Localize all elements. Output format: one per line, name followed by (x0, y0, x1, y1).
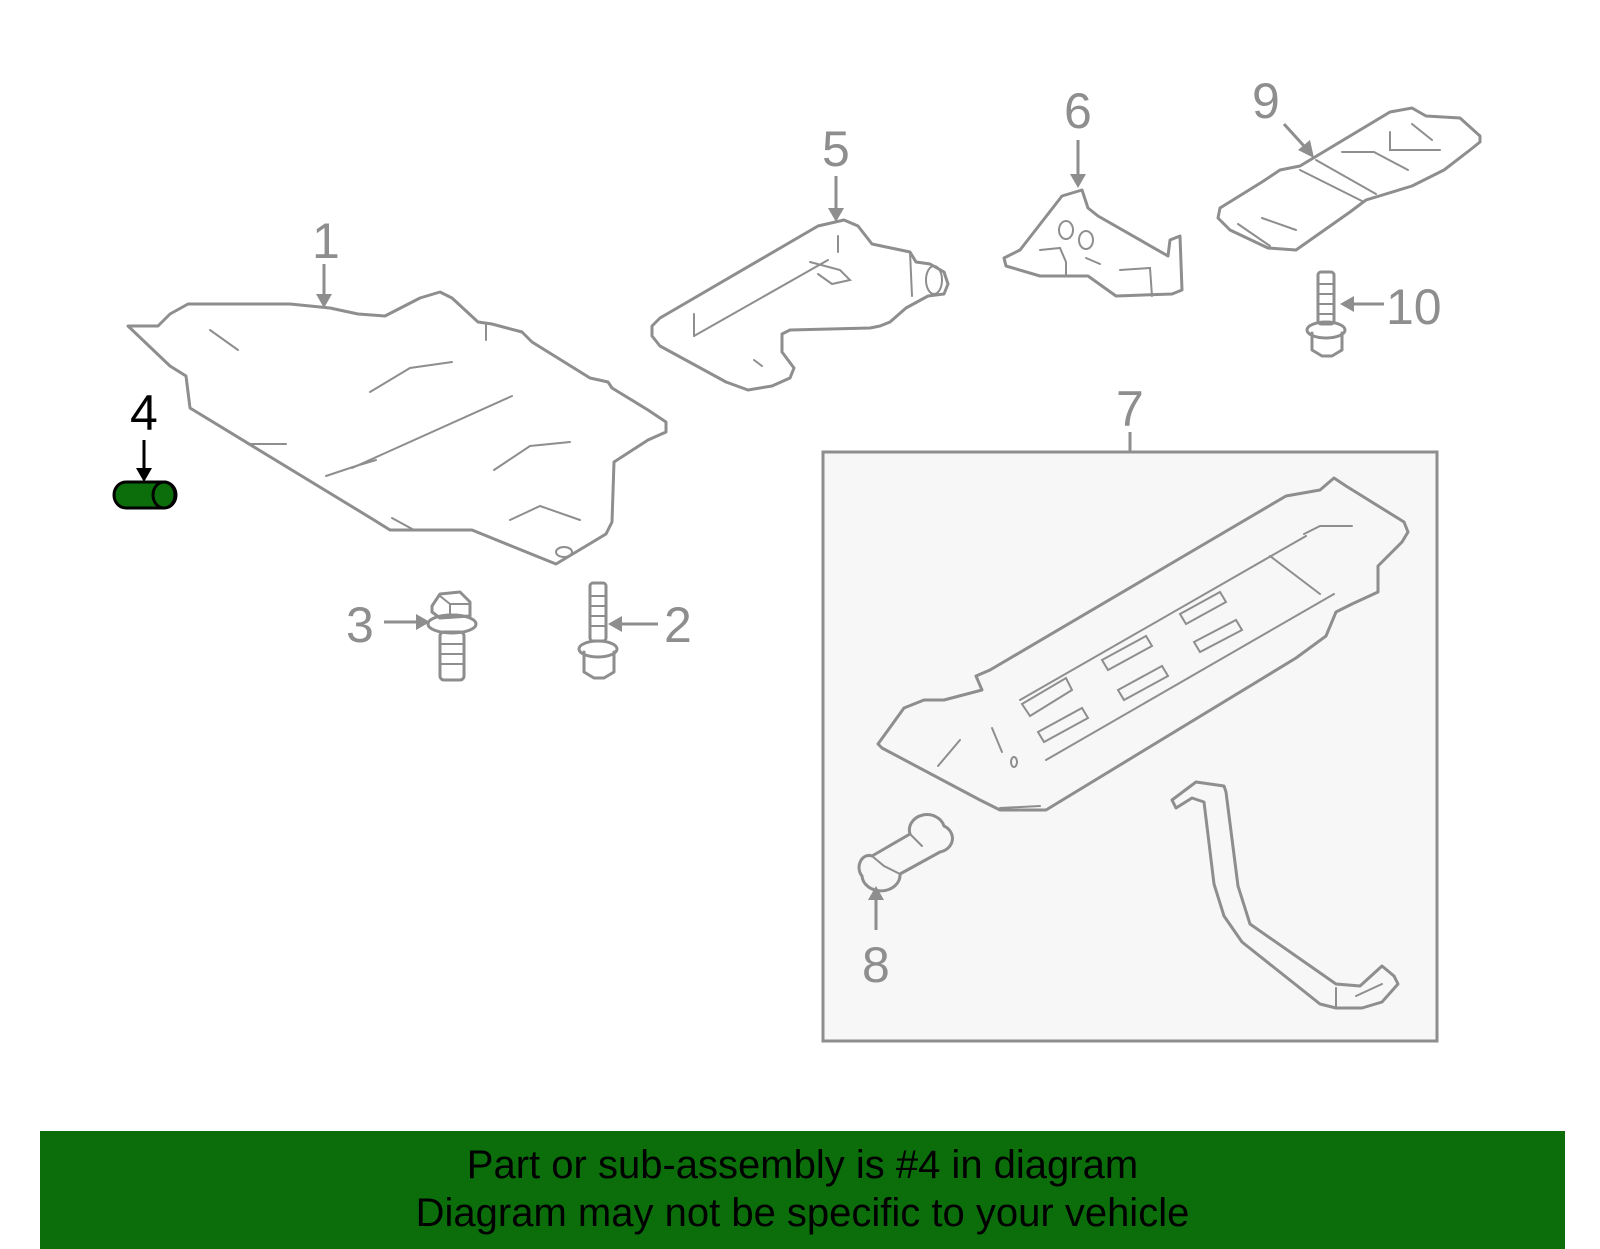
part-6-bracket[interactable] (1002, 188, 1184, 298)
callout-4-label: 4 (130, 385, 158, 441)
part-2-bolt[interactable] (577, 581, 619, 680)
callout-9: 9 (1252, 73, 1314, 158)
callout-5-label: 5 (822, 121, 850, 177)
banner-line-part-number: Part or sub-assembly is #4 in diagram (466, 1143, 1139, 1187)
banner-line-disclaimer: Diagram may not be specific to your vehi… (415, 1191, 1190, 1235)
kit-support-rod (1170, 780, 1400, 1010)
callout-9-label: 9 (1252, 73, 1280, 129)
part-10-bolt[interactable] (1305, 270, 1347, 358)
part-3-bolt[interactable] (426, 590, 478, 682)
part-7-kit-box[interactable] (821, 450, 1439, 1043)
callout-5: 5 (822, 121, 850, 222)
callout-6: 6 (1064, 83, 1092, 188)
callout-10: 10 (1340, 279, 1442, 335)
callout-3: 3 (346, 597, 430, 653)
info-banner: Part or sub-assembly is #4 in diagram Di… (40, 1131, 1565, 1249)
callout-1-label: 1 (312, 213, 340, 269)
part-4-clip-highlighted[interactable] (112, 480, 178, 510)
part-8-plug[interactable] (857, 813, 954, 893)
callout-4: 4 (130, 385, 158, 482)
part-1-under-cover[interactable] (126, 290, 668, 566)
callout-8-label: 8 (862, 937, 890, 993)
callout-1: 1 (312, 213, 340, 308)
callout-8: 8 (862, 886, 890, 993)
callout-2-label: 2 (664, 597, 692, 653)
callout-3-label: 3 (346, 597, 374, 653)
callout-7-label: 7 (1116, 381, 1144, 437)
callout-10-label: 10 (1386, 279, 1442, 335)
callout-2: 2 (608, 597, 692, 653)
part-5-cover[interactable] (650, 218, 950, 392)
part-9-insulator[interactable] (1216, 106, 1482, 252)
callout-7: 7 (1116, 381, 1144, 452)
callout-6-label: 6 (1064, 83, 1092, 139)
kit-skid-plate (876, 476, 1410, 812)
